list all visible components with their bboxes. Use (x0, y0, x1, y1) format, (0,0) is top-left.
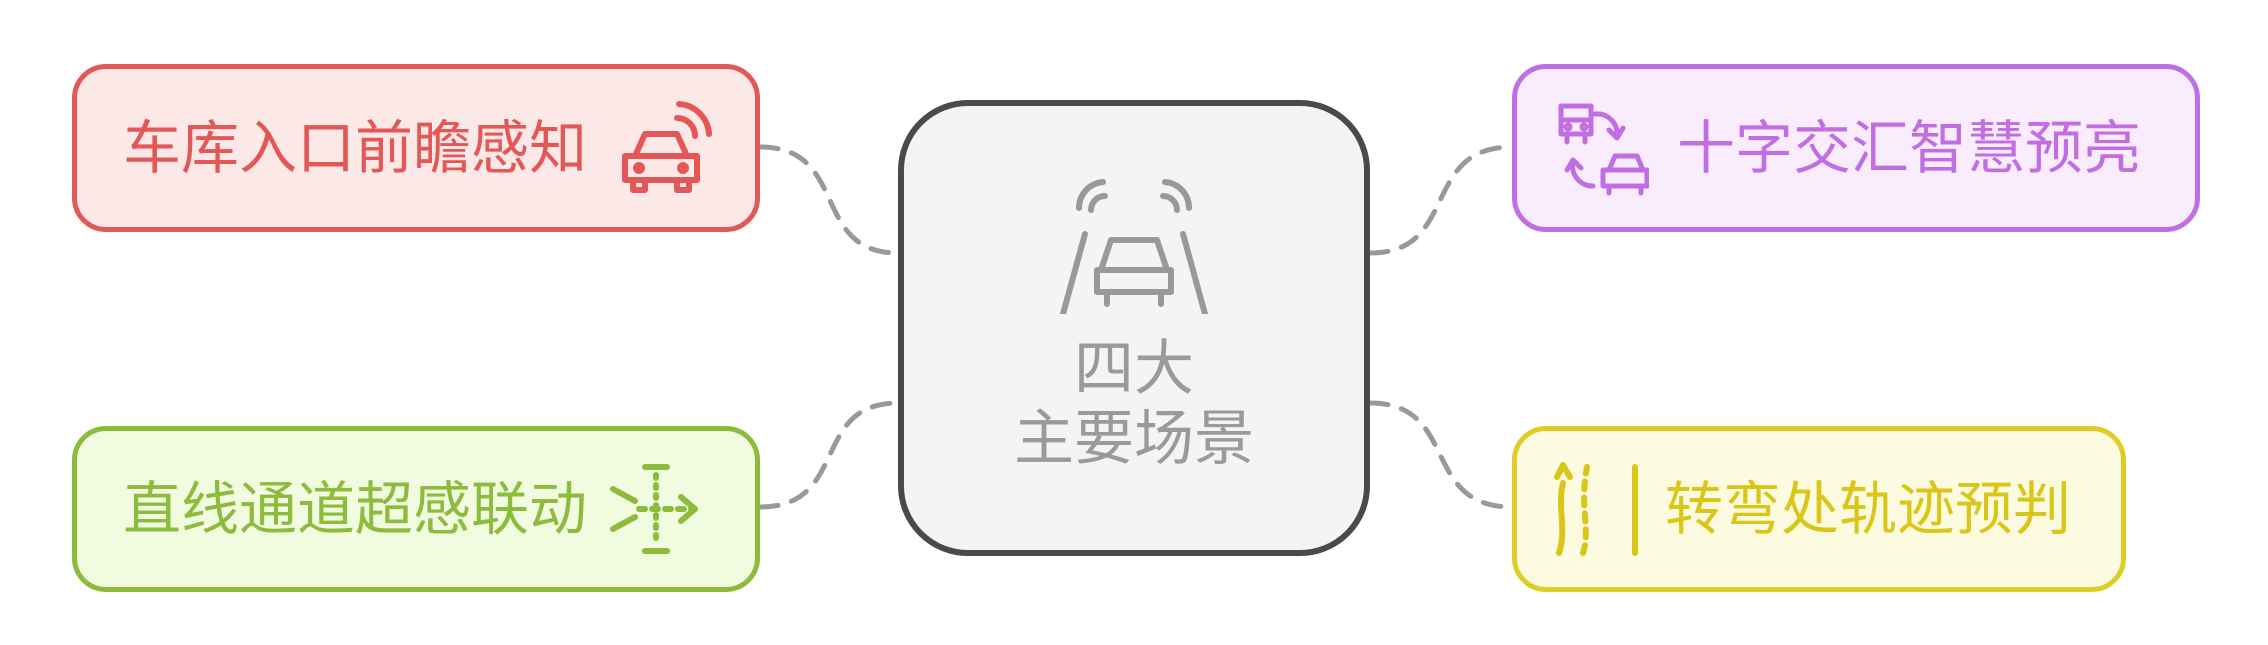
branch-label-top-right: 十字交汇智慧预亮 (1677, 114, 2142, 182)
connector-top-left (757, 144, 901, 256)
center-title-line-1: 四大 (1074, 334, 1194, 404)
center-node: 四大 主要场景 (898, 100, 1370, 556)
connector-top-right (1367, 144, 1515, 256)
branch-node-top-right: 十字交汇智慧预亮 (1512, 64, 2200, 232)
curved-road-icon (1554, 462, 1638, 556)
branch-label-top-left: 车库入口前瞻感知 (123, 114, 588, 182)
vehicle-crossing-icon (1558, 103, 1649, 196)
center-title-line-2: 主要场景 (1014, 404, 1254, 474)
connector-bottom-right (1367, 400, 1515, 510)
branch-node-bottom-left: 直线通道超感联动 (72, 426, 760, 592)
branch-node-bottom-right: 转弯处轨迹预判 (1512, 426, 2126, 592)
branch-label-bottom-left: 直线通道超感联动 (123, 475, 588, 543)
branch-label-bottom-right: 转弯处轨迹预判 (1665, 475, 2072, 543)
car-lanes-sensor-icon (1060, 179, 1208, 314)
branch-node-top-left: 车库入口前瞻感知 (72, 64, 760, 232)
connector-bottom-left (757, 400, 901, 510)
car-signal-icon (622, 101, 713, 193)
straight-lane-arrow-icon (610, 464, 699, 554)
